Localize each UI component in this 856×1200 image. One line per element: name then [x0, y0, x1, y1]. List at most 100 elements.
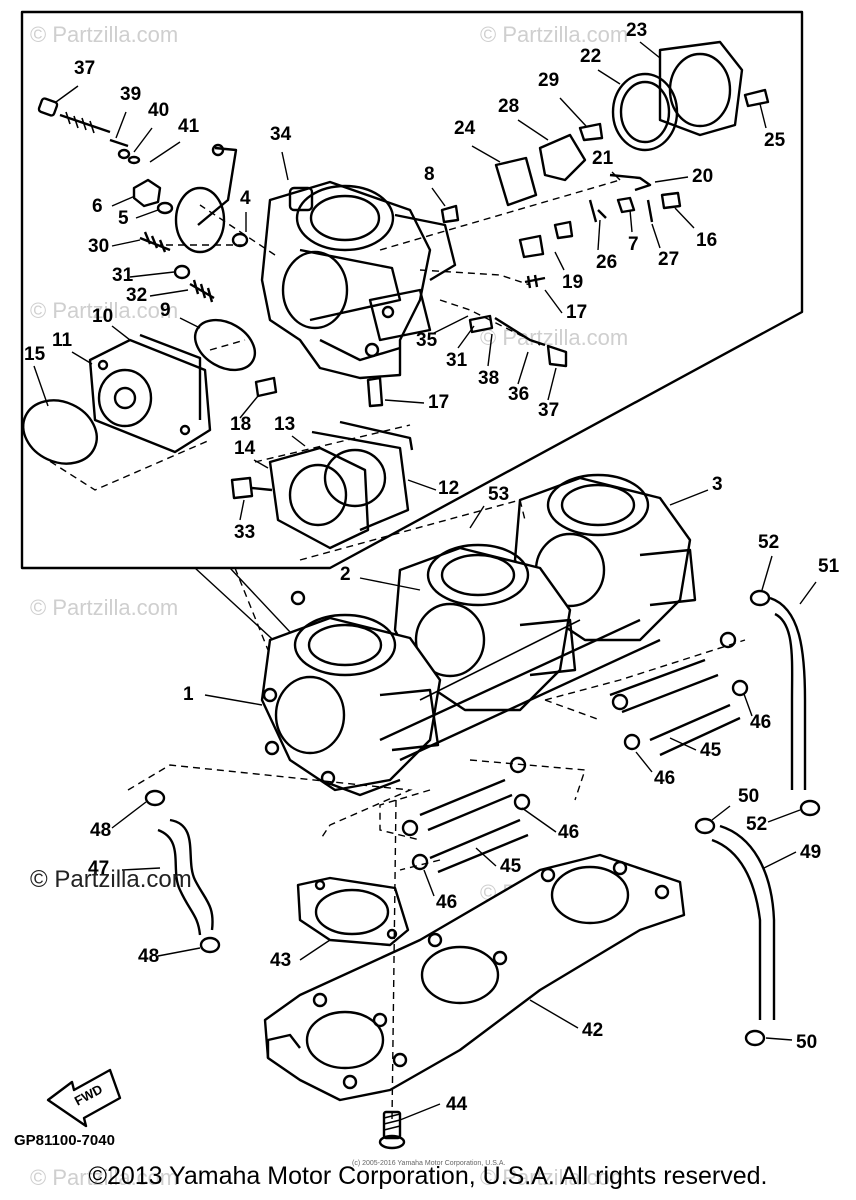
callout-number: 20 [692, 166, 713, 187]
callout-number: 52 [758, 532, 779, 553]
fuel-hoses [379, 631, 749, 874]
callout-number: 14 [234, 438, 256, 459]
callout-leader [759, 103, 767, 129]
fuel-pump-cover-parts [22, 318, 257, 491]
callout-number: 17 [428, 392, 449, 413]
gasket-43 [296, 876, 410, 947]
callout-leader [559, 97, 587, 127]
callout-number: 44 [446, 1094, 468, 1115]
callout-number: 46 [558, 822, 579, 843]
callout-number: 42 [582, 1020, 603, 1041]
callout-number: 5 [118, 208, 129, 229]
callout-number: 24 [454, 118, 476, 139]
callout-number: 7 [628, 234, 639, 255]
callout-leader [765, 1037, 793, 1041]
callout-number: 17 [566, 302, 587, 323]
callout-number: 50 [796, 1032, 817, 1053]
callout-number: 10 [92, 306, 113, 327]
callout-leader [115, 111, 127, 139]
callout-leader [761, 555, 773, 591]
callout-number: 31 [112, 265, 134, 286]
callout-number: 40 [148, 100, 169, 121]
partzilla-watermark: © Partzilla.com [30, 866, 192, 893]
callout-number: 3 [712, 474, 723, 495]
callout-number: 41 [178, 116, 200, 137]
callout-number: 30 [88, 236, 109, 257]
callout-leader [475, 847, 497, 867]
callout-leader [743, 693, 753, 717]
detail-inset-frame [20, 10, 804, 570]
callout-number: 45 [500, 856, 522, 877]
callout-leader [281, 151, 289, 181]
callout-number: 31 [446, 350, 468, 371]
callout-leader [763, 851, 797, 869]
callout-number: 29 [538, 70, 559, 91]
callout-leader [133, 127, 153, 153]
callout-leader [529, 999, 579, 1029]
callout-number: 35 [416, 330, 438, 351]
callout-leader [597, 69, 621, 85]
callout-leader [111, 325, 131, 341]
callout-number: 36 [508, 384, 529, 405]
callout-leader [431, 315, 469, 335]
callout-leader [639, 41, 661, 59]
gasket-parts [230, 420, 414, 550]
callout-number: 48 [90, 820, 111, 841]
callout-leader [517, 119, 549, 141]
callout-leader [129, 271, 175, 278]
intake-manifold [263, 799, 686, 1121]
callout-leader [111, 239, 141, 247]
vent-hoses [127, 589, 821, 1047]
callout-leader [299, 939, 331, 961]
callout-leader [33, 365, 49, 407]
callout-leader [239, 499, 245, 521]
callout-number: 51 [818, 556, 840, 577]
callout-leader [469, 505, 485, 529]
callout-number: 52 [746, 814, 767, 835]
callout-leader [799, 581, 817, 605]
callout-number: 47 [88, 858, 109, 879]
callout-number: 15 [24, 344, 46, 365]
callout-layer: 1234567891011121314151617171819202122232… [24, 20, 840, 1121]
callout-leader [767, 809, 801, 823]
callout-number: 21 [592, 148, 614, 169]
carburetor-assembly [234, 473, 697, 797]
callout-leader [669, 737, 697, 751]
callout-number: 43 [270, 950, 291, 971]
callout-leader [711, 805, 731, 821]
callout-number: 37 [538, 400, 559, 421]
callout-leader [179, 317, 201, 329]
diaphragm-parts-right [254, 40, 770, 408]
callout-number: 45 [700, 740, 722, 761]
watermark-faint: © Partzilla.com [480, 1165, 628, 1190]
callout-leader [554, 251, 565, 271]
callout-number: 32 [126, 285, 147, 306]
callout-number: 46 [750, 712, 771, 733]
copyright-notice: ©2013 Yamaha Motor Corporation, U.S.A. A… [88, 1162, 768, 1190]
watermark-faint: © Partzilla.com [30, 22, 178, 47]
inset-leader [194, 567, 283, 649]
callout-leader [611, 171, 621, 181]
callout-leader [431, 187, 446, 207]
callout-leader [457, 325, 475, 349]
callout-leader [239, 395, 259, 419]
watermark-faint: © Partzilla.com [30, 298, 178, 323]
callout-leader [384, 399, 425, 404]
callout-leader [157, 947, 201, 957]
watermark-faint: © Partzilla.com [480, 325, 628, 350]
callout-leader [597, 219, 601, 251]
callout-leader [521, 807, 557, 833]
callout-leader [471, 145, 501, 163]
callout-number: 53 [488, 484, 509, 505]
callout-leader [55, 85, 79, 103]
callout-leader [654, 176, 689, 183]
callout-number: 38 [478, 368, 499, 389]
callout-leader [359, 577, 421, 591]
callout-number: 12 [438, 478, 459, 499]
callout-leader [149, 289, 189, 297]
callout-number: 34 [270, 124, 292, 145]
callout-leader [669, 489, 709, 506]
callout-number: 46 [654, 768, 675, 789]
callout-number: 49 [800, 842, 821, 863]
callout-number: 16 [696, 230, 717, 251]
